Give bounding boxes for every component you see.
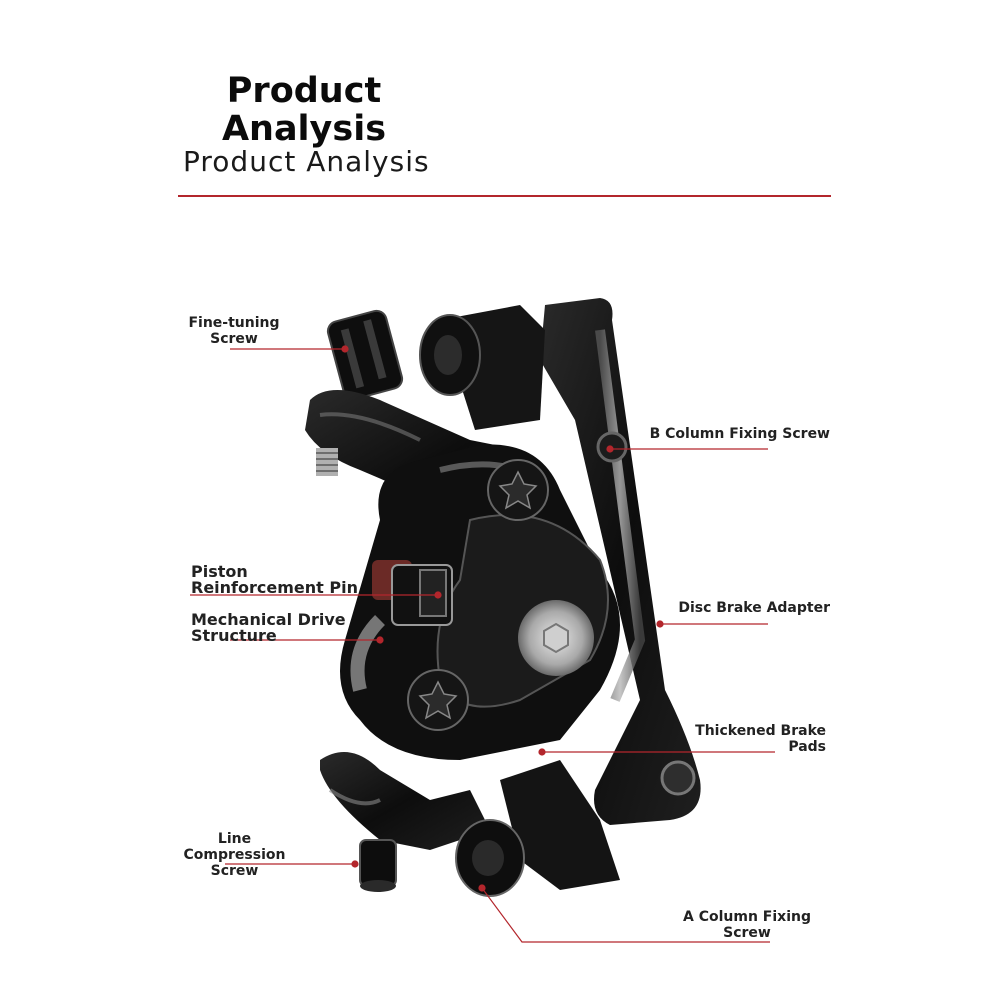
lever-arm bbox=[320, 752, 490, 850]
line-compression-screw-shape bbox=[359, 839, 397, 892]
center-hex-bolt bbox=[518, 600, 594, 676]
label-thickened-brake-pads: Thickened Brake Pads bbox=[695, 723, 826, 755]
label-disc-brake-adapter: Disc Brake Adapter bbox=[678, 600, 830, 616]
star-bolt-top bbox=[487, 459, 549, 521]
label-line-compression-screw: Line Compression Screw bbox=[183, 831, 286, 879]
disc-brake-adapter-shape bbox=[540, 298, 701, 825]
label-piston-line2: Reinforcement Pin bbox=[191, 578, 358, 597]
piston-area bbox=[372, 560, 453, 626]
label-mechanical-line1: Mechanical Drive bbox=[191, 610, 346, 629]
star-bolt-bottom bbox=[407, 669, 469, 731]
leader-a-column bbox=[481, 887, 770, 943]
label-piston-line1: Piston bbox=[191, 562, 248, 581]
caliper-body-shape bbox=[340, 444, 620, 760]
title-divider bbox=[178, 195, 831, 197]
leader-lines bbox=[190, 345, 775, 943]
page-subtitle: Product Analysis bbox=[183, 145, 430, 178]
label-a-column-fixing-screw: A Column Fixing Screw bbox=[683, 909, 811, 941]
a-column-fixing-shape bbox=[455, 760, 620, 897]
fine-tuning-screw-shape bbox=[326, 309, 404, 401]
label-fine-tuning-screw: Fine-tuning Screw bbox=[188, 315, 280, 347]
page-title: Product Analysis bbox=[221, 71, 387, 149]
label-b-column-fixing-screw: B Column Fixing Screw bbox=[649, 426, 830, 442]
label-mechanical-line2: Structure bbox=[191, 626, 277, 645]
